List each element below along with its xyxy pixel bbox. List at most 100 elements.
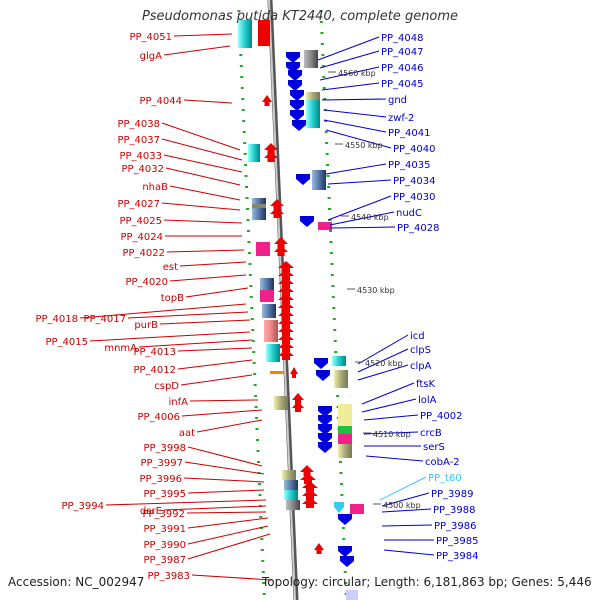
leader-line — [89, 331, 251, 342]
cog-block-green — [338, 426, 352, 434]
forward-gene-arrow — [292, 401, 304, 412]
reverse-gene-arrow — [340, 556, 354, 567]
tick-mark — [256, 461, 260, 463]
gene-label-left: PP_4017 — [83, 314, 126, 325]
scale-label: 4550 kbp — [345, 141, 383, 150]
cog-block-gray — [286, 500, 300, 510]
gene-label-left: PP_3992 — [142, 509, 185, 520]
tick-mark — [332, 318, 336, 320]
gene-label-left: PP_4025 — [119, 216, 162, 227]
tick-mark — [261, 560, 265, 562]
gene-label-right: PP_4046 — [381, 63, 424, 74]
reverse-gene-arrow — [318, 442, 332, 453]
tick-mark — [333, 329, 337, 331]
tick-mark — [326, 164, 330, 166]
gene-label-right: PP_4045 — [381, 79, 424, 90]
leader-line — [357, 364, 409, 381]
left-gene-labels: PP_4051glgAPP_4044PP_4038PP_4037PP_4033P… — [35, 32, 195, 582]
gene-label-right: clpA — [410, 361, 432, 372]
forward-gene-arrow — [278, 285, 294, 296]
tick-mark — [243, 153, 247, 155]
map-title: Pseudomonas putida KT2440, complete geno… — [141, 9, 459, 24]
tick-mark — [258, 494, 262, 496]
cog-block-magenta — [260, 290, 274, 302]
tick-mark — [330, 274, 334, 276]
gene-label-right: lolA — [418, 395, 437, 406]
leader-line — [163, 219, 243, 224]
gene-label-left: PP_4044 — [139, 96, 182, 107]
forward-gene-arrow — [290, 367, 298, 378]
reverse-gene-arrow — [318, 424, 332, 435]
gene-label-left: PP_4027 — [117, 199, 160, 210]
tick-mark — [252, 362, 256, 364]
leader-line — [187, 525, 269, 545]
forward-gene-arrow — [314, 543, 324, 554]
gene-label-left: PP_3995 — [143, 489, 186, 500]
gene-label-right: PP_3984 — [436, 551, 479, 562]
gene-label-right: PP_4047 — [381, 47, 424, 58]
tick-mark — [253, 384, 257, 386]
tick-mark — [340, 494, 344, 496]
tick-mark — [257, 483, 261, 485]
tick-mark — [247, 241, 251, 243]
tick-mark — [338, 461, 342, 463]
right-gene-labels: PP_4048PP_4047PP_4046PP_4045gndzwf-2PP_4… — [381, 33, 479, 562]
reverse-gene-arrow — [318, 415, 332, 426]
cog-block-cyan — [266, 344, 280, 362]
leader-line — [181, 409, 263, 417]
leader-line — [327, 179, 392, 185]
forward-gene-arrow — [264, 151, 278, 162]
leader-line — [161, 202, 241, 211]
gene-label-left: PP_4013 — [133, 347, 176, 358]
leader-line — [183, 477, 265, 483]
tick-mark — [326, 175, 330, 177]
leader-line — [159, 319, 251, 325]
tick-mark — [247, 252, 251, 254]
tick-mark — [256, 450, 260, 452]
tick-mark — [255, 417, 259, 419]
gene-features — [238, 20, 364, 600]
cog-block-magenta — [350, 504, 364, 514]
leader-line — [381, 508, 432, 513]
forward-gene-arrow — [300, 473, 316, 484]
leader-line — [191, 574, 273, 581]
scale-label: 4560 kbp — [338, 69, 376, 78]
tick-mark — [260, 549, 264, 551]
tick-mark — [330, 263, 334, 265]
tick-mark — [249, 285, 253, 287]
scale-label: 4530 kbp — [357, 286, 395, 295]
leader-line — [127, 311, 249, 319]
forward-gene-arrow — [302, 481, 318, 492]
leader-line — [79, 303, 247, 319]
gene-label-left: topB — [161, 293, 184, 304]
gene-label-left: PP_3991 — [143, 524, 186, 535]
gene-label-right: ftsK — [416, 379, 435, 390]
tick-mark — [250, 307, 254, 309]
tick-mark — [240, 76, 244, 78]
reverse-gene-arrow — [316, 370, 330, 381]
leader-line — [365, 455, 424, 462]
reverse-gene-arrow — [288, 70, 302, 81]
reverse-gene-arrow — [286, 52, 300, 63]
gene-label-left: PP_4033 — [119, 151, 162, 162]
tick-mark — [250, 318, 254, 320]
tick-mark — [320, 32, 324, 34]
cog-block-khaki — [334, 370, 348, 388]
gene-label-left: nhaB — [142, 182, 168, 193]
gene-label-left: infA — [169, 397, 189, 408]
gene-label-right: PP_4002 — [420, 411, 463, 422]
gene-label-left: est — [163, 262, 178, 273]
tick-mark — [334, 351, 338, 353]
leader-line — [161, 122, 241, 151]
leader-line — [323, 119, 387, 133]
gene-label-left: PP_3990 — [143, 540, 186, 551]
reverse-gene-arrow — [288, 80, 302, 91]
tick-mark — [245, 197, 249, 199]
leader-line — [177, 359, 253, 370]
gene-label-right: PP_4034 — [393, 176, 436, 187]
gene-label-right: icd — [410, 331, 425, 342]
gene-label-right: zwf-2 — [388, 113, 414, 124]
leader-line — [179, 261, 247, 267]
tick-mark — [252, 351, 256, 353]
